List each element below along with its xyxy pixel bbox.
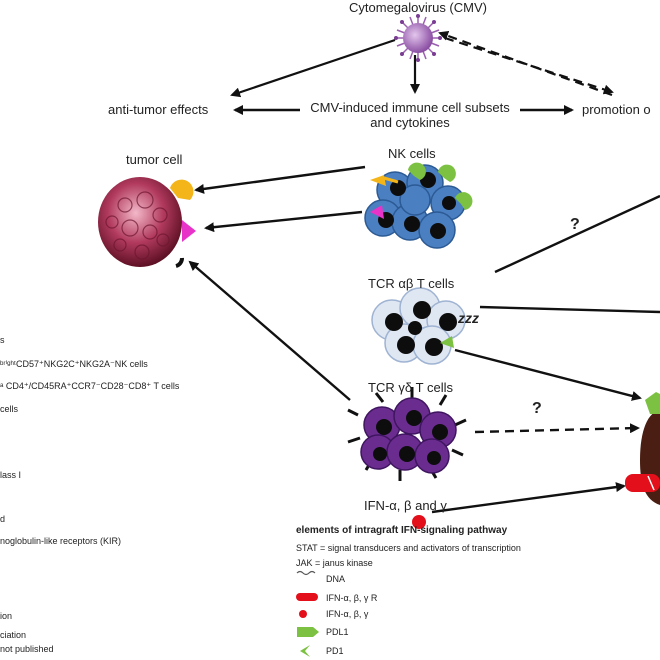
cmv-induced-label-line2: and cytokines (370, 115, 450, 130)
pd1-receptor-icon (440, 336, 454, 348)
tcr-gd-label: TCR γδ T cells (368, 380, 454, 395)
tumor-cell-icon (98, 177, 196, 268)
arrow-ab-pd1-to-graft (454, 348, 642, 401)
left-legend-item-4: lass I (0, 470, 22, 480)
tumor-cell-label: tumor cell (126, 152, 183, 167)
ifn-legend-glyphs (296, 570, 319, 657)
magenta-ligand-icon (182, 220, 196, 242)
legend-receptor-icon (296, 593, 318, 601)
left-legend-item-1: ᵇʳⁱᵍʰᵗCD57⁺NKG2C⁺NKG2A⁻NK cells (0, 359, 148, 369)
dna-icon (296, 570, 316, 576)
arrow-ifn-to-receptor (431, 482, 626, 514)
tcr-ab-cells-icon (371, 287, 466, 365)
cmv-label: Cytomegalovirus (CMV) (349, 0, 487, 15)
ifn-legend-jak: JAK = janus kinase (296, 558, 373, 568)
ifn-dot-icon (412, 515, 426, 529)
tcr-gd-cells-icon (347, 387, 467, 481)
left-legend-item-8: ciation (0, 630, 27, 640)
question-mark-lower: ? (532, 400, 542, 417)
nk-cells-icon (364, 162, 473, 249)
ifn-receptor-icon (625, 474, 660, 492)
ifn-label: IFN-α, β and γ (364, 498, 447, 513)
pdl1-ligand-icon (645, 392, 660, 414)
line-ab-to-right (479, 305, 660, 314)
cmv-virus-icon (394, 14, 442, 62)
arrow-cmv-to-promotion-dashed (444, 36, 614, 95)
graft-cell-icon (625, 392, 660, 505)
cmv-induced-label-line1: CMV-induced immune cell subsets (310, 100, 510, 115)
promotion-label: promotion o (582, 102, 651, 117)
legend-pd1-icon (300, 645, 310, 657)
left-legend-item-3: cells (0, 404, 19, 414)
anti-tumor-label: anti-tumor effects (108, 102, 209, 117)
left-legend-item-9: not published (0, 644, 54, 654)
question-mark-upper: ? (570, 216, 580, 233)
legend-pdl1-icon (297, 627, 319, 637)
ifn-legend-receptor: IFN-α, β, γ R (326, 593, 378, 603)
arrow-cmv-to-anti-tumor (230, 38, 396, 98)
ifn-legend-title: elements of intragraft IFN-signaling pat… (296, 525, 508, 536)
nk-cells-label: NK cells (388, 146, 436, 161)
left-legend-item-2: ᵃ CD4⁺/CD45RA⁺CCR7⁻CD28⁻CD8⁺ T cells (0, 381, 180, 391)
ifn-legend-stat: STAT = signal transducers and activators… (296, 543, 521, 553)
legend-ifn-dot-icon (299, 610, 307, 618)
left-legend-item-6: noglobulin-like receptors (KIR) (0, 536, 122, 546)
tcr-ab-label: TCR αβ T cells (368, 276, 455, 291)
zzz-label: zzz (458, 310, 479, 326)
arrow-gd-to-tumor (188, 260, 351, 401)
arrow-nk-to-tumor-upper (194, 165, 366, 194)
left-legend-item-7: ion (0, 611, 13, 621)
arrows (188, 31, 660, 514)
ifn-legend-ifn: IFN-α, β, γ (326, 609, 369, 619)
arrow-nk-to-tumor-lower (204, 210, 363, 233)
yellow-ligand-icon (170, 179, 194, 200)
line-ab-to-right-question (494, 194, 660, 274)
arrow-gd-to-graft-dashed (474, 423, 640, 434)
ifn-legend-pdl1: PDL1 (326, 627, 349, 637)
left-legend-item-0: s (0, 335, 5, 345)
ifn-legend-pd1: PD1 (326, 646, 344, 656)
left-legend-item-5: d (0, 514, 6, 524)
ifn-legend-dna: DNA (326, 574, 346, 584)
arrow-promotion-to-cmv-dashed (438, 31, 613, 97)
black-ligand-icon (175, 257, 184, 268)
